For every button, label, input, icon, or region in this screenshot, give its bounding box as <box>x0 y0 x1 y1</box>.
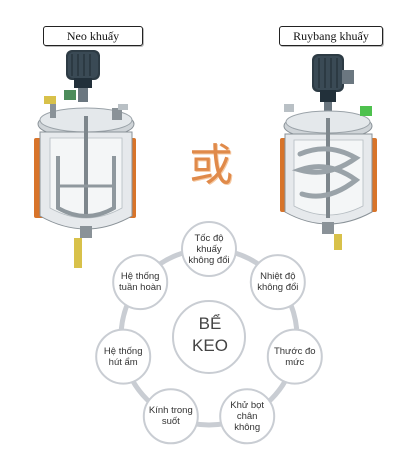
feature-node-circle <box>142 388 199 445</box>
node-label-level-gauge: Thước đo mức <box>273 345 316 368</box>
anchor-agitator-label: Neo khuấy <box>43 26 143 46</box>
feature-node-circle <box>95 328 152 385</box>
center-label-line2: KEO <box>192 336 228 355</box>
feature-node-circle <box>181 221 237 277</box>
node-label-circulation: Hệ thống tuần hoàn <box>119 271 162 294</box>
ribbon-agitator-label: Ruybang khuấy <box>279 26 383 46</box>
or-separator: 或 <box>189 140 233 191</box>
node-label-dehumidify: Hệ thống hút ẩm <box>103 345 143 368</box>
feature-node-circle <box>249 254 306 311</box>
anchor-agitator-tank-icon <box>34 50 136 268</box>
node-label-temperature: Nhiệt độ không đổi <box>257 271 299 294</box>
center-node <box>172 300 246 374</box>
node-label-speed: Tốc độ khuấy không đổi <box>188 232 230 266</box>
feature-node-circle <box>219 388 276 445</box>
feature-node-circle <box>266 328 323 385</box>
node-label-glass: Kính trong suốt <box>148 405 193 428</box>
feature-node-circle <box>112 254 169 311</box>
ribbon-agitator-tank-icon <box>280 54 377 250</box>
center-label: BỂ KEO <box>170 300 250 370</box>
node-label-vacuum-defoam: Khử bọt chân không <box>230 399 265 433</box>
center-label-line1: BỂ <box>198 314 222 333</box>
